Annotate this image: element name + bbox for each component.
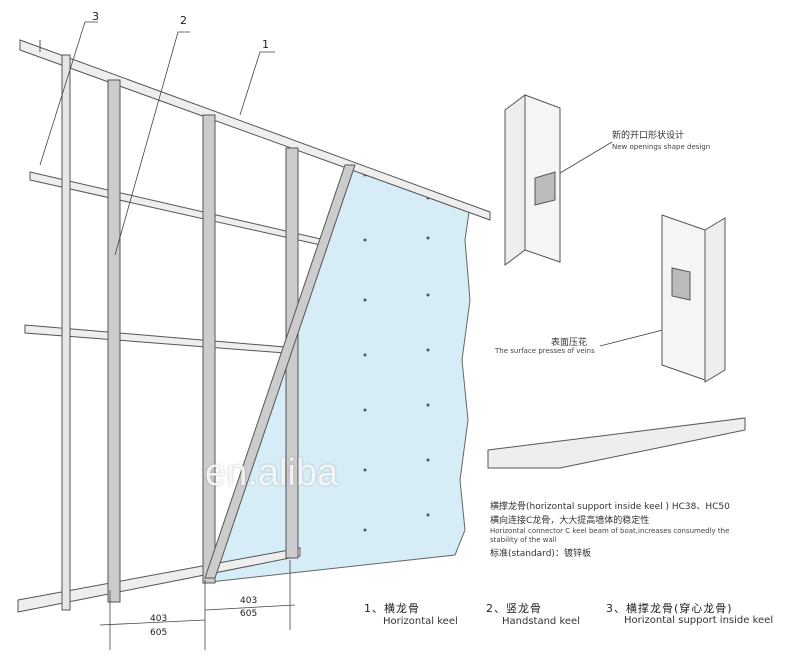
detail-mid-en: The surface presses of veins bbox=[495, 347, 595, 355]
detail-horizontal-support bbox=[487, 417, 746, 469]
top-horizontal-keel bbox=[19, 39, 491, 221]
detail-top-cn: 新的开口形状设计 bbox=[612, 131, 685, 141]
detail-stud-open-shape bbox=[504, 94, 561, 266]
callout-3: 3 bbox=[92, 10, 99, 23]
legend-2-en: Handstand keel bbox=[502, 616, 580, 627]
detail-top-en: New openings shape design bbox=[612, 143, 711, 151]
legend-1-cn: 1、横龙骨 bbox=[364, 602, 420, 615]
watermark: en.aliba bbox=[205, 452, 339, 494]
detail-bottom-line2: 横向连接C龙骨，大大提高墙体的稳定性 bbox=[490, 516, 650, 526]
legend-2-cn: 2、竖龙骨 bbox=[486, 602, 542, 615]
callout-1: 1 bbox=[262, 38, 269, 51]
legend-1-en: Horizontal keel bbox=[383, 616, 458, 627]
dim-b-bottom: 605 bbox=[240, 609, 258, 619]
dim-b-top: 403 bbox=[240, 596, 258, 606]
legend-3-cn: 3、横撑龙骨(穿心龙骨) bbox=[606, 602, 733, 615]
vertical-studs bbox=[61, 54, 356, 611]
legend-3-en: Horizontal support inside keel bbox=[624, 615, 774, 626]
detail-bottom-line4: stability of the wall bbox=[490, 536, 557, 544]
gypsum-board bbox=[209, 164, 471, 583]
detail-mid-cn: 表面压花 bbox=[551, 338, 588, 348]
callout-2: 2 bbox=[180, 14, 187, 27]
dim-a-bottom: 605 bbox=[150, 628, 168, 638]
detail-bottom-line5: 标准(standard)：镀锌板 bbox=[490, 549, 591, 559]
detail-bottom-line1: 横撑龙骨(horizontal support inside keel ) HC… bbox=[490, 502, 730, 512]
detail-stud-surface bbox=[661, 214, 726, 383]
detail-bottom-line3: Horizontal connector C keel beam of boat… bbox=[490, 527, 730, 535]
bottom-horizontal-keel bbox=[17, 547, 301, 613]
dimension-lines bbox=[99, 560, 296, 650]
dim-a-top: 403 bbox=[150, 614, 168, 624]
